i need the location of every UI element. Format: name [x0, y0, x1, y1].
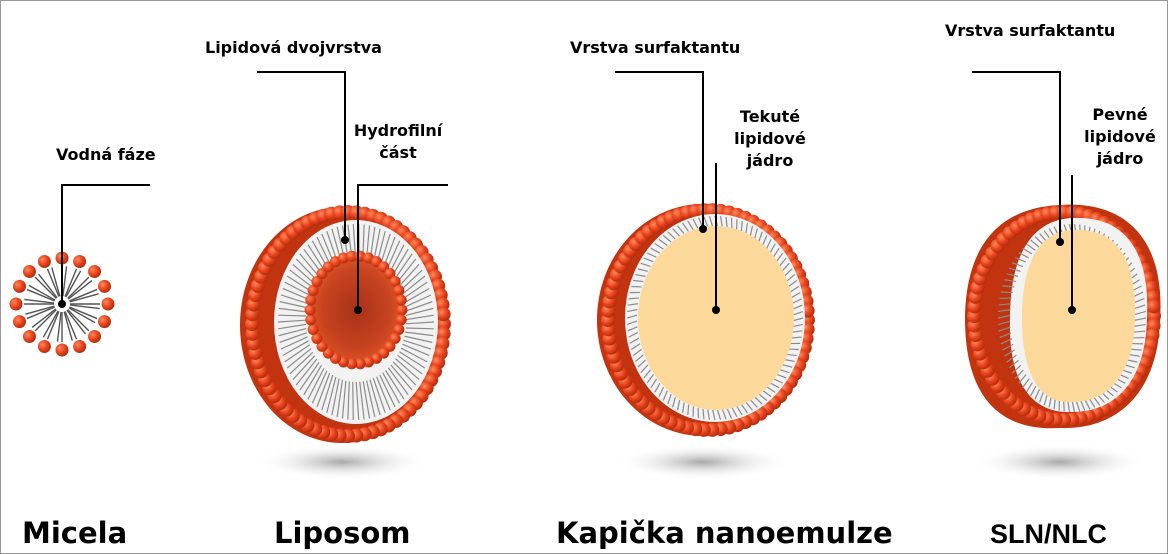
- sln-particle: [965, 205, 1161, 429]
- title-sln-nlc: SLN/NLC: [990, 517, 1107, 551]
- title-micelle: Micela: [22, 516, 127, 550]
- sln-shadow: [972, 444, 1148, 480]
- liposome-shadow: [254, 444, 430, 480]
- nanoemulsion-shadow: [615, 444, 791, 480]
- label-liquid-lipid-core: Tekuté lipidové jádro: [718, 106, 822, 172]
- label-water-phase: Vodná fáze: [56, 144, 156, 166]
- label-hydrophilic-part: Hydrofilní část: [338, 120, 458, 164]
- leader-surfactant-nano: [615, 72, 703, 227]
- title-liposome: Liposom: [274, 516, 411, 550]
- title-nanoemulsion-droplet: Kapička nanoemulze: [556, 516, 893, 550]
- label-lipid-bilayer: Lipidová dvojvrstva: [205, 37, 382, 59]
- label-solid-lipid-core: Pevné lipidové jádro: [1072, 104, 1168, 170]
- label-surfactant-layer-nano: Vrstva surfaktantu: [570, 37, 740, 59]
- label-surfactant-layer-sln: Vrstva surfaktantu: [945, 20, 1115, 42]
- solid-lipid-core: [1022, 230, 1135, 402]
- nanoemulsion-droplet: [597, 203, 815, 437]
